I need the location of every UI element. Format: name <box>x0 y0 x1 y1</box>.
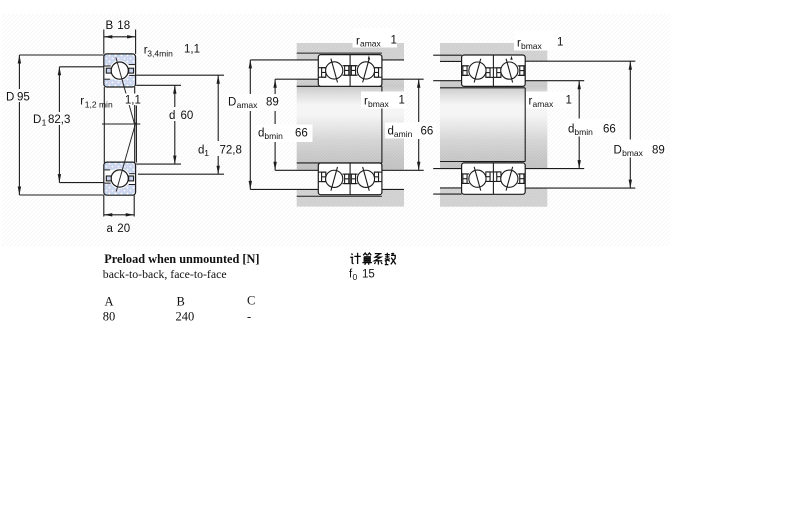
svg-text:-: - <box>247 310 251 324</box>
svg-text:r: r <box>356 36 360 48</box>
svg-text:bmax: bmax <box>521 41 543 51</box>
svg-text:1,2 min: 1,2 min <box>85 100 113 110</box>
svg-text:d: d <box>258 128 264 140</box>
svg-text:amax: amax <box>237 100 259 110</box>
svg-text:bmax: bmax <box>622 148 644 158</box>
svg-text:1,1: 1,1 <box>184 44 200 56</box>
svg-text:amin: amin <box>394 129 413 139</box>
svg-text:D: D <box>33 114 41 126</box>
svg-text:D: D <box>228 97 236 109</box>
svg-text:66: 66 <box>295 128 308 140</box>
svg-text:1: 1 <box>566 95 572 107</box>
svg-text:Preload when unmounted [N]: Preload when unmounted [N] <box>104 252 259 266</box>
svg-text:80: 80 <box>103 310 116 324</box>
svg-text:15: 15 <box>362 269 375 281</box>
svg-text:B: B <box>177 295 185 309</box>
svg-text:bmax: bmax <box>368 99 390 109</box>
svg-text:f: f <box>349 269 353 281</box>
svg-text:D: D <box>614 145 622 157</box>
svg-text:0: 0 <box>353 272 358 282</box>
svg-text:82,3: 82,3 <box>48 114 70 126</box>
svg-text:amax: amax <box>533 99 555 109</box>
svg-text:back-to-back, face-to-face: back-to-back, face-to-face <box>103 267 227 281</box>
svg-text:89: 89 <box>652 145 665 157</box>
svg-text:1: 1 <box>399 95 405 107</box>
svg-text:60: 60 <box>181 110 194 122</box>
svg-text:d: d <box>198 145 204 157</box>
svg-text:1,1: 1,1 <box>125 95 141 107</box>
svg-text:3,4min: 3,4min <box>147 49 173 59</box>
svg-text:89: 89 <box>266 97 279 109</box>
svg-text:r: r <box>364 96 368 108</box>
svg-text:20: 20 <box>117 223 130 235</box>
svg-text:72,8: 72,8 <box>220 145 242 157</box>
svg-text:1: 1 <box>557 37 563 49</box>
svg-text:240: 240 <box>176 310 195 324</box>
svg-text:66: 66 <box>603 124 616 136</box>
svg-text:a: a <box>107 223 114 235</box>
svg-text:66: 66 <box>421 126 434 138</box>
svg-text:95: 95 <box>17 92 30 104</box>
svg-text:r: r <box>517 38 521 50</box>
svg-text:r: r <box>80 96 84 108</box>
svg-text:d: d <box>169 110 175 122</box>
svg-text:d: d <box>388 126 394 138</box>
svg-text:1: 1 <box>42 118 47 128</box>
svg-text:C: C <box>247 294 255 308</box>
svg-text:18: 18 <box>117 20 130 32</box>
svg-text:r: r <box>144 45 148 57</box>
svg-text:r: r <box>529 96 533 108</box>
svg-text:1: 1 <box>204 148 209 158</box>
svg-text:bmin: bmin <box>264 131 283 141</box>
svg-text:B: B <box>106 20 114 32</box>
svg-text:d: d <box>568 124 574 136</box>
svg-text:bmin: bmin <box>574 127 593 137</box>
svg-text:amax: amax <box>360 39 382 49</box>
svg-text:D: D <box>6 92 14 104</box>
svg-text:A: A <box>105 295 114 309</box>
svg-text:1: 1 <box>391 35 397 47</box>
